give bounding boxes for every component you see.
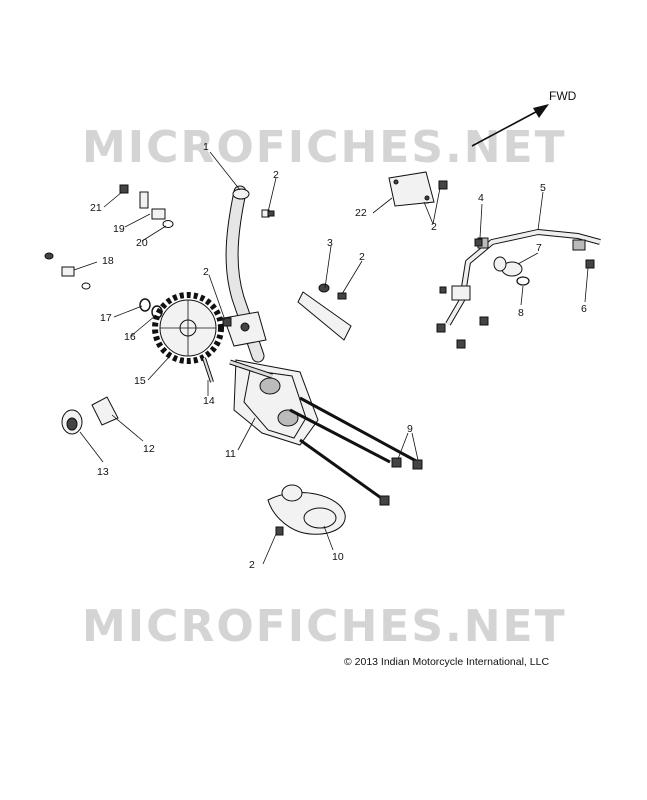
pin-part-14 [202, 357, 214, 383]
bolt-part-2e [275, 526, 284, 536]
sensor-part-18 [44, 252, 91, 290]
callout-13: 13 [97, 466, 109, 478]
gear-part-15 [152, 292, 224, 364]
bolt-part-2c [337, 292, 347, 300]
fitting-part-4 [474, 238, 483, 247]
pickup-tube-part [223, 185, 267, 363]
callout-2a: 2 [273, 169, 279, 181]
callout-15: 15 [134, 375, 146, 387]
callout-22: 22 [355, 207, 367, 219]
union-part-7 [493, 256, 523, 277]
o-ring-part-17 [139, 298, 151, 312]
callout-2d: 2 [431, 221, 437, 233]
callout-21: 21 [90, 202, 102, 214]
bolt-part-2b [222, 317, 232, 327]
o-ring-part-16 [151, 305, 163, 319]
callout-19: 19 [113, 223, 125, 235]
callout-2e: 2 [249, 559, 255, 571]
fwd-label: FWD [549, 89, 577, 103]
valve-part-19 [139, 191, 166, 220]
forward-arrow-icon [471, 104, 549, 147]
callout-20: 20 [136, 237, 148, 249]
callout-7: 7 [536, 242, 542, 254]
screw-part-21 [119, 184, 129, 194]
plate-part-22 [388, 171, 435, 207]
callout-14: 14 [203, 395, 215, 407]
callout-3: 3 [327, 237, 333, 249]
plug-part-13 [61, 409, 83, 435]
watermark-bottom: MICROFICHES.NET [82, 601, 567, 652]
long-bolts-part-9 [289, 396, 423, 506]
callout-5: 5 [540, 182, 546, 194]
callout-2c: 2 [359, 251, 365, 263]
o-ring-part-20 [162, 220, 174, 228]
callout-1: 1 [203, 141, 209, 153]
callout-8: 8 [518, 307, 524, 319]
bolt-part-6 [585, 259, 595, 269]
sleeve-part-12 [91, 396, 119, 426]
callout-16: 16 [124, 331, 136, 343]
strainer-part-10 [267, 484, 346, 535]
copyright-text: © 2013 Indian Motorcycle International, … [344, 656, 550, 668]
callout-9: 9 [407, 423, 413, 435]
leader-lines [73, 151, 589, 565]
callout-18: 18 [102, 255, 114, 267]
oil-line-part-5 [445, 229, 601, 326]
sleeve-part-3 [297, 283, 352, 341]
callout-12: 12 [143, 443, 155, 455]
callout-10: 10 [332, 551, 344, 563]
o-ring-part-8 [516, 276, 530, 286]
oil-pump-part-11 [229, 359, 319, 446]
callout-2b: 2 [203, 266, 209, 278]
callout-4: 4 [478, 192, 484, 204]
bolt-part-2a [261, 209, 275, 218]
line-bolts [436, 286, 489, 349]
callout-11: 11 [225, 448, 236, 460]
callout-17: 17 [100, 312, 112, 324]
callout-6: 6 [581, 303, 587, 315]
callout-labels: 1 2 2 2 2 2 3 4 5 6 7 8 9 10 11 12 13 14… [90, 141, 587, 571]
watermark-top: MICROFICHES.NET [82, 122, 567, 173]
